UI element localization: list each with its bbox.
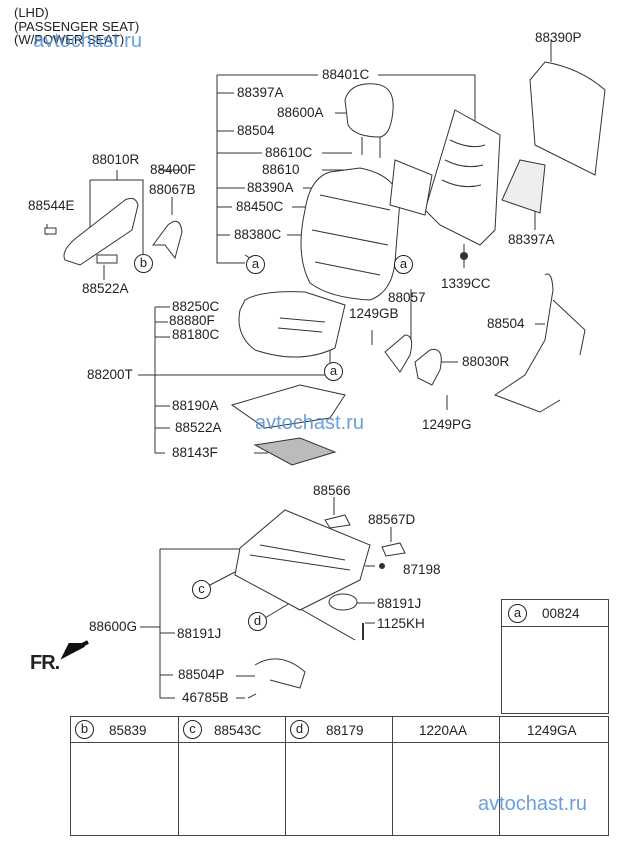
wiring-88504-drawing	[493, 273, 586, 413]
back-panel-drawing	[529, 61, 606, 176]
side-cover-drawing	[63, 197, 139, 266]
detail-cell-c-part: 88543C	[214, 723, 262, 738]
seat-track-drawing	[234, 509, 371, 611]
label-88030R: 88030R	[462, 354, 510, 369]
detail-cell-b-ref: b	[75, 720, 94, 739]
detail-cell-d-ref: d	[290, 720, 309, 739]
label-88191J-left: 88191J	[177, 626, 222, 641]
cover-88566-drawing	[324, 514, 351, 529]
watermark-middle: avtochast.ru	[255, 412, 364, 434]
mesh-88397A-drawing	[501, 159, 546, 214]
header-line-lhd: (LHD)	[14, 5, 49, 20]
label-88390P: 88390P	[535, 30, 582, 45]
seat-cushion-drawing	[238, 291, 346, 358]
label-88610C: 88610C	[265, 145, 313, 160]
label-87198: 87198	[403, 562, 441, 577]
bracket-88010R	[90, 179, 144, 255]
label-1249PG: 1249PG	[422, 417, 472, 432]
label-1339CC: 1339CC	[441, 276, 491, 291]
label-88397A-top: 88397A	[237, 85, 284, 100]
label-88250C: 88250C	[172, 299, 220, 314]
label-88380C: 88380C	[234, 227, 282, 242]
bracket-seatback	[216, 75, 245, 264]
clip-46785B-drawing	[247, 693, 257, 699]
detail-cell-1220AA-part: 1220AA	[419, 723, 468, 738]
label-88567D: 88567D	[368, 512, 416, 527]
label-88180C: 88180C	[172, 327, 220, 342]
watermark-bottom: avtochast.ru	[478, 793, 587, 815]
switch-knob-drawing	[44, 227, 57, 235]
label-88566: 88566	[313, 483, 351, 498]
label-88190A: 88190A	[172, 398, 219, 413]
detail-box-a: a 00824	[501, 599, 609, 714]
label-46785B: 46785B	[182, 690, 229, 705]
label-88504-left: 88504	[237, 123, 275, 138]
detail-box-a-ref: a	[508, 604, 527, 623]
detail-cell-1249GA-part: 1249GA	[527, 723, 577, 738]
label-88544E: 88544E	[28, 198, 75, 213]
ref-circle-a-cushion: a	[324, 362, 343, 381]
label-1249GB: 1249GB	[349, 306, 399, 321]
detail-cell-b-part: 85839	[109, 723, 147, 738]
label-88600G: 88600G	[89, 619, 138, 634]
seat-plate-drawing	[230, 384, 346, 429]
seatback-cover-drawing	[300, 167, 401, 301]
cover-88567D-drawing	[381, 542, 406, 557]
cover-88067B-drawing	[152, 220, 183, 260]
lumbar-pad-drawing	[389, 159, 433, 216]
header-line-passenger-seat: (PASSENGER SEAT)	[14, 19, 140, 34]
label-88522A-mid: 88522A	[175, 420, 222, 435]
leader-88401C	[217, 74, 476, 125]
seatback-frame-drawing	[424, 109, 501, 246]
detail-cell-d-part: 88179	[326, 723, 364, 738]
bracket-seat-cushion	[154, 307, 165, 454]
label-88880F: 88880F	[169, 313, 215, 328]
label-88191J-right: 88191J	[377, 596, 422, 611]
ref-circle-a-seatback: a	[246, 255, 265, 274]
label-88450C: 88450C	[236, 199, 284, 214]
bolt-87198-drawing	[379, 563, 385, 569]
header-line-power-seat: (W/POWER SEAT)	[14, 32, 125, 47]
harness-88504P-drawing	[254, 658, 306, 689]
detail-table: b 85839 c 88543C d 88179 1220AA 1249GA	[70, 716, 609, 836]
label-88401C: 88401C	[322, 67, 370, 82]
watermark-top: avtochast.ru	[33, 30, 142, 52]
detail-box-a-part: 00824	[542, 606, 580, 621]
front-marker: FR.	[30, 652, 60, 674]
label-88200T: 88200T	[87, 367, 133, 382]
motor-88191J-drawing	[328, 593, 358, 611]
label-88143F: 88143F	[172, 445, 218, 460]
ref-circle-b: b	[134, 254, 153, 273]
cover-88057-drawing	[384, 334, 413, 373]
ref-circle-c: c	[192, 580, 211, 599]
label-88600A: 88600A	[277, 105, 324, 120]
label-88390A: 88390A	[247, 180, 294, 195]
label-88010R: 88010R	[92, 152, 140, 167]
headrest-drawing	[344, 83, 394, 158]
detail-cell-c-ref: c	[183, 720, 202, 739]
label-88057: 88057	[388, 290, 426, 305]
label-88067B: 88067B	[149, 182, 196, 197]
label-88522A-left: 88522A	[82, 281, 129, 296]
seat-mesh-drawing	[253, 437, 337, 466]
front-arrow-icon	[60, 640, 89, 660]
label-88400F: 88400F	[150, 162, 196, 177]
cover-88030R-drawing	[414, 348, 442, 386]
bracket-88600G	[159, 549, 175, 699]
label-88610: 88610	[262, 162, 300, 177]
ref-circle-d: d	[248, 612, 267, 631]
nut-1339CC-drawing	[460, 252, 468, 260]
label-88504-right: 88504	[487, 316, 525, 331]
ref-circle-a-back: a	[394, 255, 413, 274]
label-1125KH: 1125KH	[377, 616, 425, 631]
label-88504P: 88504P	[178, 667, 225, 682]
label-88397A-right: 88397A	[508, 232, 555, 247]
